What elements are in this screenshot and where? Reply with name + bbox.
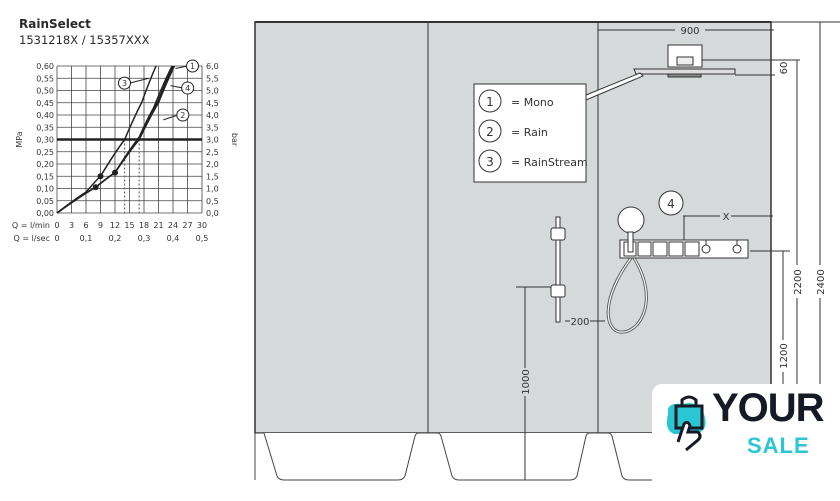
y-label-bar: bar <box>230 133 239 147</box>
x-tick-lsec: 0,5 <box>196 234 209 243</box>
legend-item-3: 3 = RainStream <box>478 149 588 173</box>
y-tick-bar: 2,0 <box>206 160 219 169</box>
y-tick-bar: 0,5 <box>206 197 219 206</box>
y-tick-bar: 3,0 <box>206 136 219 145</box>
svg-text:1: 1 <box>486 95 494 109</box>
y-tick-bar: 6,0 <box>206 62 219 71</box>
y-tick-bar: 4,0 <box>206 111 219 120</box>
y-tick-bar: 0,0 <box>206 209 219 218</box>
logo-sale: SALE <box>747 433 810 458</box>
x-tick-lsec: 0,4 <box>167 234 180 243</box>
series-label-circle <box>118 76 131 90</box>
y-tick-mpa: 0,10 <box>36 185 54 194</box>
y-tick-bar: 1,5 <box>206 172 219 181</box>
y-tick-mpa: 0,15 <box>36 172 54 181</box>
y-tick-bar: 3,5 <box>206 123 219 132</box>
x-label-lsec: Q = l/sec <box>14 234 51 243</box>
dim-60: 60 <box>779 62 790 75</box>
x-tick-lmin: 15 <box>124 221 134 230</box>
series-label-circle <box>186 59 199 73</box>
x-tick-lmin: 9 <box>98 221 103 230</box>
series-label-4: 4 <box>185 84 190 93</box>
x-label-lmin: Q = l/min <box>12 221 50 230</box>
series-label-circle <box>176 108 190 122</box>
logo-your: YOUR <box>712 386 825 430</box>
y-tick-mpa: 0,45 <box>36 99 54 108</box>
x-tick-lsec: 0,2 <box>109 234 122 243</box>
x-tick-lmin: 0 <box>54 221 59 230</box>
dim-1000: 1000 <box>521 369 532 394</box>
dim-1200: 1200 <box>779 343 790 368</box>
data-marker <box>112 169 118 176</box>
y-tick-bar: 5,5 <box>206 74 219 83</box>
series-label-circle <box>181 81 195 95</box>
y-tick-bar: 2,5 <box>206 148 219 157</box>
dim-2400: 2400 <box>816 269 827 294</box>
y-tick-mpa: 0,20 <box>36 160 54 169</box>
shower-trays <box>254 432 660 481</box>
series-line-3 <box>56 65 157 214</box>
y-tick-mpa: 0,35 <box>36 123 54 132</box>
series-label-3: 3 <box>122 79 127 88</box>
legend-item-2: 2 = Rain <box>478 119 548 143</box>
series-leader <box>163 114 178 121</box>
y-tick-mpa: 0,60 <box>36 62 54 71</box>
svg-text:= RainStream: = RainStream <box>511 156 588 169</box>
yoursale-logo: YOUR SALE <box>652 384 840 501</box>
product-codes: 1531218X / 15357XXX <box>19 33 150 47</box>
x-tick-lmin: 27 <box>182 221 192 230</box>
hand-shower-head <box>617 206 645 234</box>
y-tick-mpa: 0,55 <box>36 74 54 83</box>
x-tick-lmin: 30 <box>197 221 207 230</box>
shopping-bag-hand-icon <box>666 395 706 452</box>
x-tick-lsec: 0 <box>54 234 59 243</box>
data-marker <box>97 173 104 180</box>
product-title: RainSelect <box>19 17 91 31</box>
dim-900: 900 <box>680 26 699 37</box>
y-tick-mpa: 0,25 <box>36 148 54 157</box>
series-leader <box>170 85 183 89</box>
y-tick-mpa: 0,50 <box>36 87 54 96</box>
svg-text:= Rain: = Rain <box>511 126 548 139</box>
svg-text:= Mono: = Mono <box>511 96 554 109</box>
x-tick-lsec: 0,1 <box>80 234 93 243</box>
flow-pressure-chart: 0,000,050,100,150,200,250,300,350,400,45… <box>12 59 239 243</box>
y-tick-mpa: 0,00 <box>36 209 54 218</box>
y-tick-bar: 1,0 <box>206 185 219 194</box>
x-tick-lmin: 12 <box>110 221 120 230</box>
data-marker <box>92 184 99 191</box>
svg-text:3: 3 <box>486 155 494 169</box>
y-tick-mpa: 0,40 <box>36 111 54 120</box>
dim-x: X <box>723 212 730 223</box>
dim-200: 200 <box>570 317 589 328</box>
y-tick-bar: 5,0 <box>206 87 219 96</box>
series-leader <box>129 77 149 84</box>
callout-4-label: 4 <box>667 197 675 211</box>
series-leader <box>175 65 188 69</box>
legend-item-1: 1 = Mono <box>478 89 554 113</box>
x-tick-lmin: 3 <box>69 221 74 230</box>
x-tick-lmin: 18 <box>139 221 149 230</box>
overhead-shower <box>633 44 736 78</box>
series-label-1: 1 <box>190 62 195 71</box>
y-tick-mpa: 0,05 <box>36 197 54 206</box>
svg-text:2: 2 <box>486 125 494 139</box>
x-tick-lsec: 0,3 <box>138 234 151 243</box>
y-tick-mpa: 0,30 <box>36 136 54 145</box>
x-tick-lmin: 24 <box>168 221 178 230</box>
x-tick-lmin: 6 <box>83 221 88 230</box>
y-tick-bar: 4,5 <box>206 99 219 108</box>
x-tick-lmin: 21 <box>153 221 163 230</box>
thermostat-valve <box>619 239 749 259</box>
series-line-4 <box>56 65 174 214</box>
shower-rail <box>550 216 566 323</box>
y-label-mpa: MPa <box>15 131 24 147</box>
callout-4 <box>658 190 684 216</box>
dim-2200: 2200 <box>793 269 804 294</box>
series-label-2: 2 <box>180 111 185 120</box>
